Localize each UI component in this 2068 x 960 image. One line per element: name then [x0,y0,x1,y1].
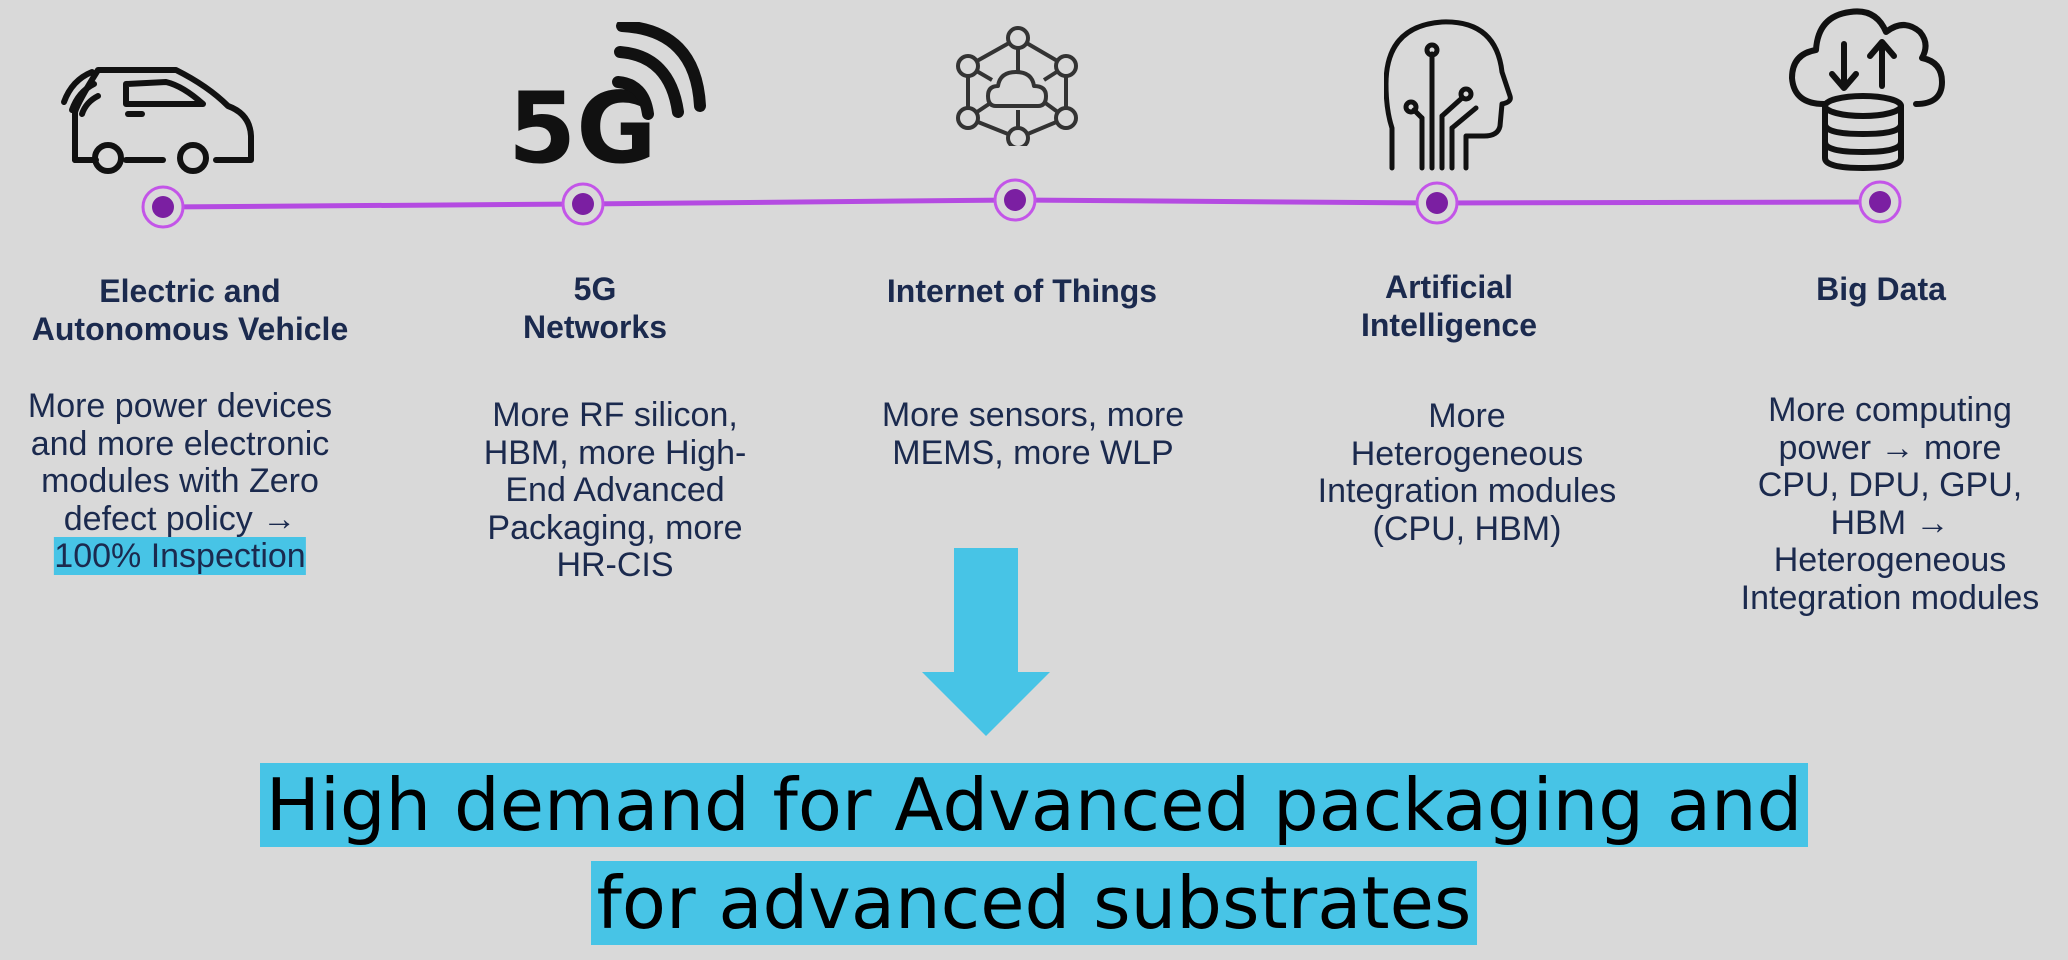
conclusion-banner: High demand for Advanced packaging and f… [0,756,2068,952]
node-title-bigdata: Big Data [1816,270,1946,308]
title-line: 5G [573,271,617,307]
5g-signal-icon: 5G [508,22,708,172]
node-title-iot: Internet of Things [887,272,1157,310]
car-icon [58,58,258,178]
timeline-node [1415,181,1459,225]
desc-line: Heterogeneous [1773,541,2007,579]
timeline-node [993,178,1037,222]
ai-head-icon [1384,18,1514,178]
desc-line: HBM → [1830,503,1950,542]
desc-line: modules with Zero [41,462,319,500]
conclusion-line-2: for advanced substrates [590,861,1478,945]
title-line: Big Data [1816,271,1946,307]
desc-line: More sensors, more [881,396,1185,434]
title-line: Autonomous Vehicle [31,311,349,347]
down-arrow-icon [922,548,1050,736]
timeline-node [141,185,185,229]
title-line: Internet of Things [886,273,1158,309]
desc-line: Heterogeneous [1350,434,1584,473]
desc-line: More power devices [27,387,333,425]
desc-line: and more electronic [30,424,330,463]
desc-line: End Advanced [505,471,725,509]
timeline-node [561,182,605,226]
desc-line: More computing [1768,391,2012,429]
desc-line: HR-CIS [556,546,674,584]
node-desc-5g: More RF silicon, HBM, more High- End Adv… [483,396,747,585]
desc-line: More [1428,397,1506,435]
timeline-node [1858,180,1902,224]
cloud-database-icon [1786,4,1946,174]
node-desc-ai: More Heterogeneous Integration modules (… [1317,397,1617,548]
iot-network-icon [948,26,1088,146]
conclusion-line-1: High demand for Advanced packaging and [259,763,1809,847]
node-desc-ev: More power devices and more electronic m… [27,387,333,576]
desc-line: MEMS, more WLP [892,433,1174,472]
inspection-highlight: 100% Inspection [54,537,306,575]
title-line: Intelligence [1360,307,1538,343]
desc-line: More RF silicon, [492,396,738,434]
desc-line: Integration modules [1317,472,1617,510]
desc-line: defect policy → [63,499,297,538]
desc-line: (CPU, HBM) [1372,509,1562,548]
desc-line: Integration modules [1740,578,2040,617]
desc-line: HBM, more High- [483,433,747,472]
node-title-5g: 5G Networks [523,270,667,346]
node-title-ai: Artificial Intelligence [1361,268,1537,344]
node-title-ev: Electric and Autonomous Vehicle [32,272,348,348]
desc-line: CPU, DPU, GPU, [1757,466,2023,504]
desc-line: power → more [1778,428,2002,467]
title-line: Networks [522,309,668,345]
title-line: Artificial [1384,269,1514,305]
node-desc-bigdata: More computing power → more CPU, DPU, GP… [1740,391,2040,617]
title-line: Electric and [99,273,281,309]
node-desc-iot: More sensors, more MEMS, more WLP [881,396,1185,472]
desc-line: Packaging, more [487,508,743,547]
timeline [141,178,1902,229]
